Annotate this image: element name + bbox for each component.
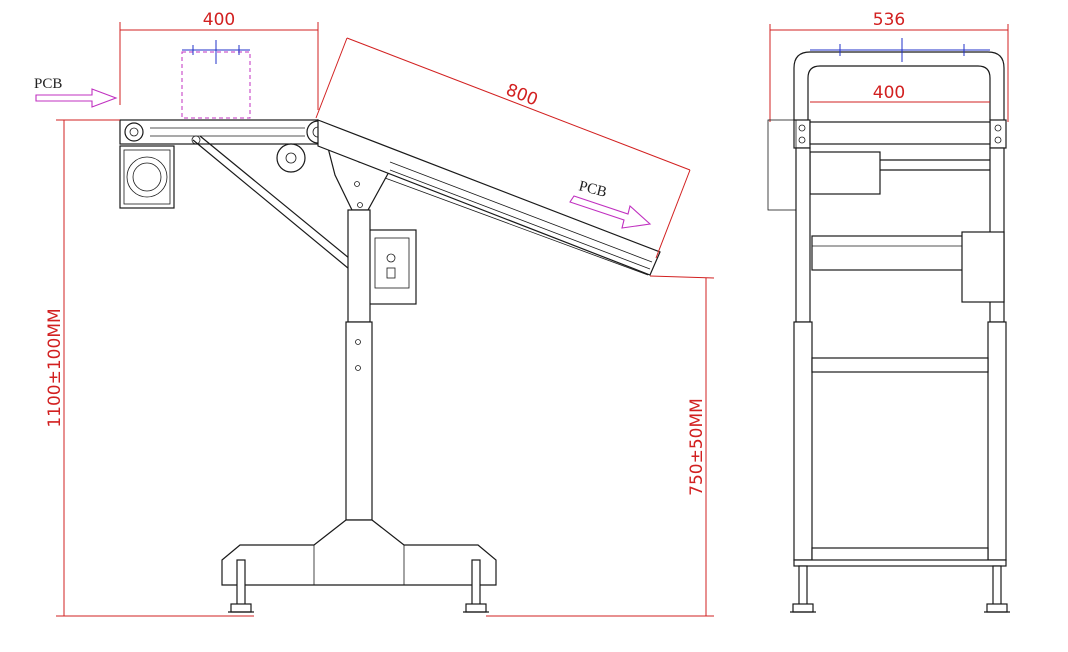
front-view: 536 400	[767, 10, 1010, 613]
dim-inner-width: 400	[810, 83, 990, 103]
leveling-foot-icon	[463, 559, 489, 613]
side-view: 400 PCB	[34, 10, 715, 617]
pcb-inlet-label: PCB	[34, 76, 62, 92]
dim-incline-length-label: 800	[503, 80, 540, 110]
column-lower	[345, 321, 373, 521]
leveling-foot-icon	[790, 565, 816, 613]
leveling-foot-icon	[228, 559, 254, 613]
drive-pulley	[276, 143, 306, 173]
dim-inner-width-label: 400	[873, 83, 905, 103]
dim-outlet-height-label: 750±50MM	[687, 398, 707, 496]
board-outline	[181, 51, 251, 119]
motor-icon	[119, 145, 175, 209]
flow-arrow-icon	[35, 88, 118, 108]
leg-left-lower	[793, 321, 813, 561]
flow-arrow-icon	[569, 195, 652, 229]
leg-right-lower	[987, 321, 1007, 561]
control-box-icon	[367, 229, 417, 305]
inclined-conveyor	[317, 119, 661, 276]
column-upper	[347, 209, 371, 323]
dim-top-width-label: 400	[203, 10, 235, 30]
dim-outer-width-label: 536	[873, 10, 905, 30]
dim-total-height-label: 1100±100MM	[45, 308, 65, 427]
dim-outer-width: 536	[769, 10, 1009, 122]
motor-icon	[809, 151, 881, 195]
leg-left-upper	[795, 147, 811, 323]
control-box-icon	[961, 231, 1005, 303]
dim-top-width: 400	[119, 10, 319, 110]
front-belt	[809, 121, 991, 145]
dim-total-height: 1100±100MM	[45, 119, 254, 617]
leveling-foot-icon	[984, 565, 1010, 613]
horizontal-conveyor	[119, 119, 319, 145]
dim-outlet-height: 750±50MM	[486, 275, 715, 617]
pcb-outlet-label: PCB	[577, 178, 608, 200]
base-frame	[221, 519, 497, 586]
